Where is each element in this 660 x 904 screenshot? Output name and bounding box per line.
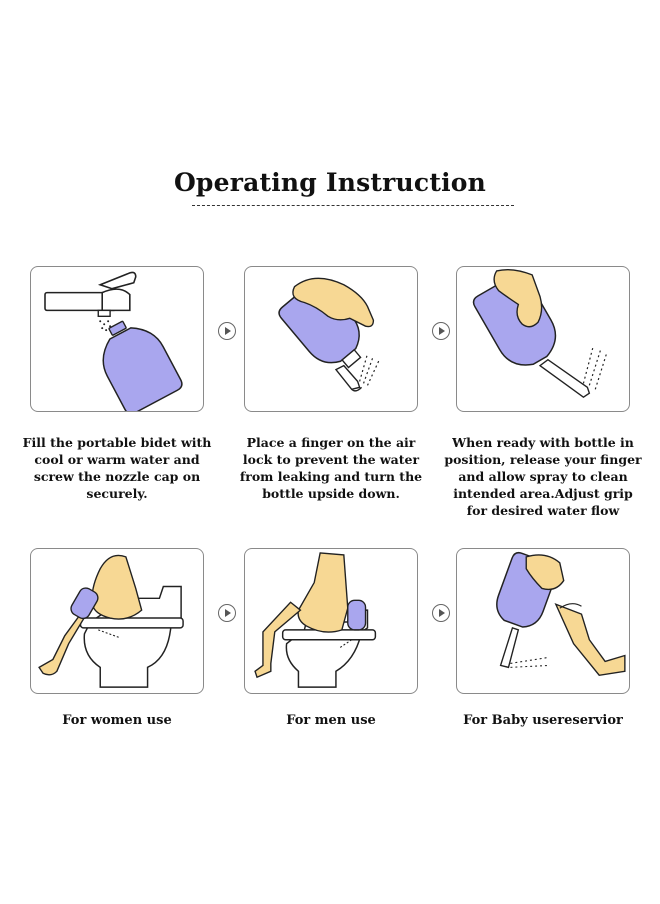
men-use-label: For men use (286, 713, 376, 728)
page-title: Operating Instruction (173, 168, 487, 197)
baby-use-label: For Baby usereservior (463, 713, 623, 728)
step-3-caption: When ready with bottle in position, rele… (444, 435, 642, 518)
title-underline (192, 205, 514, 206)
men-use-illustration (244, 548, 418, 694)
next-arrow-icon (432, 322, 450, 340)
step-1-illustration (30, 266, 204, 412)
next-arrow-icon (218, 604, 236, 622)
step-2-illustration (244, 266, 418, 412)
baby-use-illustration (456, 548, 630, 694)
step-2-caption: Place a finger on the air lock to preven… (239, 435, 423, 501)
women-use-illustration (30, 548, 204, 694)
next-arrow-icon (218, 322, 236, 340)
step-3-illustration (456, 266, 630, 412)
women-use-label: For women use (62, 713, 172, 728)
step-1-caption: Fill the portable bidet with cool or war… (22, 435, 212, 501)
next-arrow-icon (432, 604, 450, 622)
